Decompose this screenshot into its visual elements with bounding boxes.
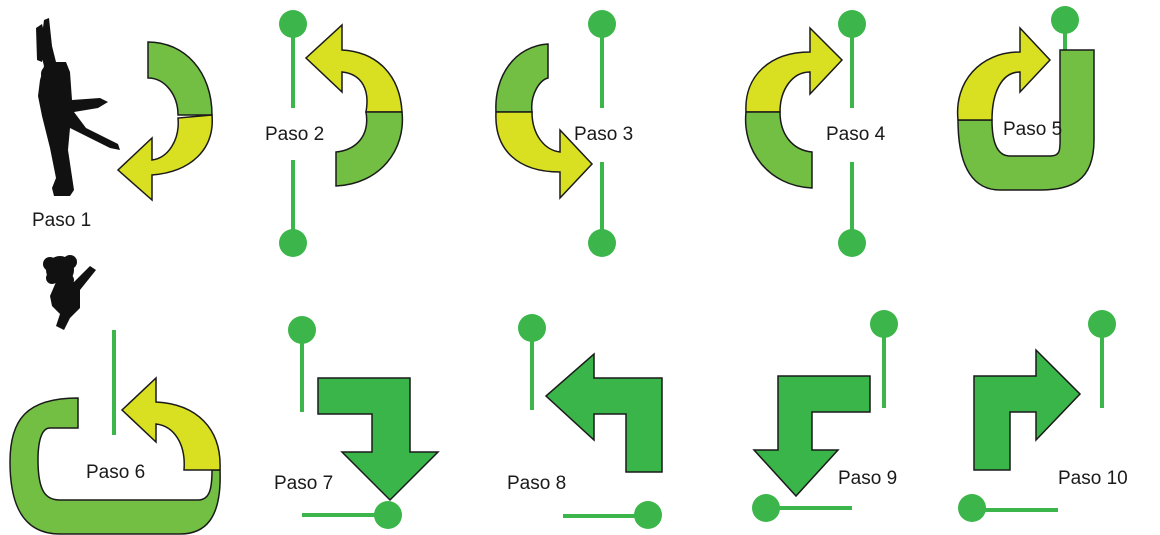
step-2-label: Paso 2 [265,124,324,145]
adult-dancer-silhouette-icon [36,18,120,196]
yellow-curve-arrow [956,26,1052,121]
green-curve-arrow [495,43,549,113]
yellow-curve-arrow [745,26,844,113]
step-9: Paso 9 [752,310,898,522]
corner-arrow-down-icon [752,375,871,498]
step-8: Paso 8 [507,314,663,529]
step-7: Paso 7 [274,316,440,529]
yellow-curve-arrow [304,23,403,113]
yellow-curve-arrow [116,114,213,202]
child-dancer-silhouette-icon [43,255,96,330]
step-3-label: Paso 3 [574,124,633,145]
step-2: Paso 2 [265,10,404,257]
corner-arrow-down-icon [317,377,440,502]
green-oval-arrow [957,49,1095,191]
yellow-curve-arrow [120,376,221,471]
step-6: Paso 6 [9,330,221,535]
step-4-label: Paso 4 [826,124,886,145]
step-6-label: Paso 6 [86,462,145,483]
yellow-curve-arrow [495,111,594,200]
green-curve-arrow [147,41,213,116]
step-10-label: Paso 10 [1058,468,1128,489]
step-10: Paso 10 [958,310,1128,522]
green-oval-arrow [9,397,221,535]
step-3: Paso 3 [495,10,633,257]
step-5: Paso 5 [956,6,1095,191]
step-7-label: Paso 7 [274,473,333,494]
step-4: Paso 4 [744,10,886,257]
step-1-label: Paso 1 [32,210,91,231]
green-curve-arrow [744,111,813,189]
corner-arrow-left-icon [544,352,663,473]
corner-arrow-right-icon [973,348,1082,471]
step-9-label: Paso 9 [838,468,897,489]
step-1: Paso 1 [32,18,213,231]
step-5-label: Paso 5 [1003,119,1062,140]
green-curve-arrow [335,111,404,187]
step-8-label: Paso 8 [507,473,566,494]
